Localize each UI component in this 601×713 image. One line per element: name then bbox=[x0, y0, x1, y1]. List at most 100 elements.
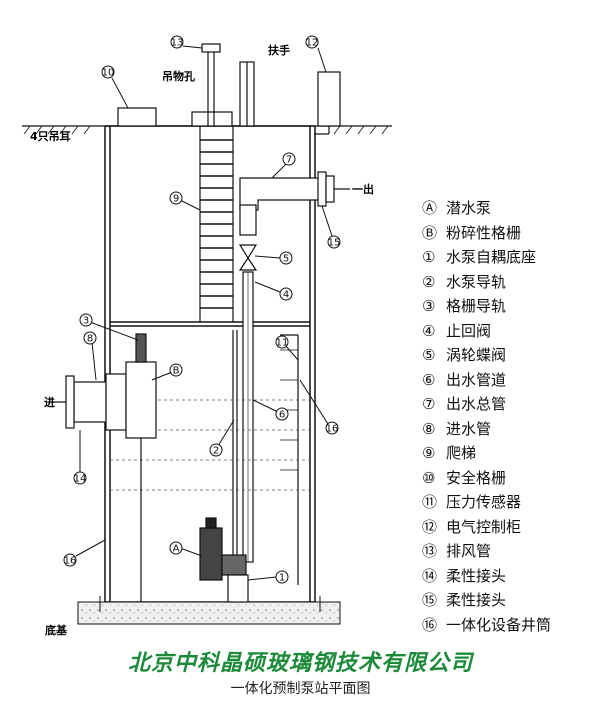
label-handrail: 扶手 bbox=[268, 43, 290, 57]
legend-key: ④ bbox=[422, 321, 436, 340]
legend-key: ② bbox=[422, 272, 436, 291]
callout-A: A bbox=[169, 541, 203, 557]
callout-2: 2 bbox=[209, 419, 235, 457]
legend-text: 粉碎性格栅 bbox=[446, 223, 522, 242]
legend-key: ⑥ bbox=[422, 370, 436, 389]
callout-10: 10 bbox=[101, 65, 129, 109]
callout-16-left: 16 bbox=[63, 539, 106, 567]
svg-text:13: 13 bbox=[171, 38, 184, 49]
legend-item: Ⓐ 潜水泵 bbox=[422, 196, 597, 221]
top-cover bbox=[117, 107, 157, 127]
svg-text:2: 2 bbox=[213, 446, 219, 457]
svg-text:10: 10 bbox=[102, 68, 115, 79]
legend-text: 进水管 bbox=[446, 419, 492, 438]
legend-key: ① bbox=[422, 248, 436, 266]
legend-text: 出水总管 bbox=[446, 395, 507, 413]
callout-12: 12 bbox=[305, 35, 327, 73]
label-outlet: 一出 bbox=[352, 182, 374, 196]
legend-text: 压力传感器 bbox=[446, 493, 522, 511]
legend-text: 柔性接头 bbox=[446, 591, 507, 609]
legend-item: ⑧ 进水管 bbox=[422, 417, 597, 442]
callout-14: 14 bbox=[73, 430, 87, 485]
label-inlet: 进 bbox=[44, 395, 55, 409]
legend-key: ⑭ bbox=[422, 566, 438, 585]
outlet-main-pipe bbox=[239, 171, 350, 211]
legend-item: ② 水泵导轨 bbox=[422, 270, 597, 295]
legend-key: Ⓑ bbox=[422, 223, 438, 242]
legend-key: ③ bbox=[422, 297, 436, 315]
svg-text:12: 12 bbox=[306, 38, 319, 49]
legend-item: ③ 格栅导轨 bbox=[422, 294, 597, 319]
guide-rails bbox=[232, 330, 238, 580]
callout-11: 11 bbox=[275, 335, 299, 361]
legend-text: 排风管 bbox=[446, 542, 492, 560]
legend-item: ④ 止回阀 bbox=[422, 319, 597, 344]
legend-item: Ⓑ 粉碎性格栅 bbox=[422, 221, 597, 246]
ground-line bbox=[22, 125, 392, 135]
label-base: 底基 bbox=[45, 623, 68, 637]
svg-text:14: 14 bbox=[74, 474, 87, 485]
svg-text:5: 5 bbox=[283, 254, 289, 265]
legend-key: ⑨ bbox=[422, 444, 436, 462]
legend-text: 安全格栅 bbox=[446, 468, 507, 487]
svg-text:16: 16 bbox=[64, 556, 77, 567]
svg-text:7: 7 bbox=[286, 155, 292, 166]
label-lifting-lugs: 4只吊耳 bbox=[30, 130, 71, 143]
callout-3: 3 bbox=[79, 313, 139, 341]
legend-text: 出水管道 bbox=[446, 370, 507, 389]
legend-item: ⑥ 出水管道 bbox=[422, 368, 597, 393]
legend-key: ⑧ bbox=[422, 419, 436, 438]
svg-text:8: 8 bbox=[87, 334, 93, 345]
legend-text: 格栅导轨 bbox=[446, 297, 507, 315]
callout-4: 4 bbox=[254, 281, 293, 301]
svg-text:B: B bbox=[173, 366, 180, 377]
submersible-pump bbox=[199, 517, 249, 603]
svg-text:11: 11 bbox=[276, 338, 289, 349]
callout-13: 13 bbox=[170, 35, 203, 49]
legend-key: ⑫ bbox=[422, 517, 438, 536]
callout-15: 15 bbox=[321, 205, 341, 249]
legend-text: 止回阀 bbox=[446, 321, 492, 340]
legend-text: 水泵导轨 bbox=[446, 272, 507, 291]
inlet-pipe bbox=[52, 373, 127, 431]
svg-text:A: A bbox=[173, 544, 180, 555]
svg-text:9: 9 bbox=[173, 194, 179, 205]
legend-text: 一体化设备井筒 bbox=[446, 615, 552, 634]
svg-text:3: 3 bbox=[83, 316, 89, 327]
legend-key: Ⓐ bbox=[422, 199, 438, 217]
svg-text:16: 16 bbox=[326, 424, 339, 435]
label-lifting-hole: 吊物孔 bbox=[162, 69, 195, 83]
legend-key: ⑩ bbox=[422, 468, 436, 487]
svg-text:15: 15 bbox=[328, 238, 341, 249]
callout-9: 9 bbox=[169, 191, 201, 211]
handrail bbox=[239, 61, 255, 127]
legend-text: 潜水泵 bbox=[446, 199, 492, 217]
legend-item: ⑤ 涡轮蝶阀 bbox=[422, 343, 597, 368]
callout-6: 6 bbox=[252, 399, 289, 421]
callout-7: 7 bbox=[271, 152, 296, 179]
legend-text: 涡轮蝶阀 bbox=[446, 346, 507, 364]
legend-item: ⑭ 柔性接头 bbox=[422, 564, 597, 589]
legend-key: ⑤ bbox=[422, 346, 436, 364]
diagram-caption: 一体化预制泵站平面图 bbox=[230, 681, 371, 697]
pressure-sensor bbox=[280, 334, 299, 585]
grinder-grille bbox=[125, 333, 157, 602]
outlet-pipe bbox=[238, 204, 258, 563]
legend-key: ⑪ bbox=[422, 493, 438, 511]
concrete-base bbox=[77, 601, 341, 625]
legend-text: 柔性接头 bbox=[446, 566, 507, 585]
callout-8: 8 bbox=[83, 331, 97, 381]
svg-text:4: 4 bbox=[283, 290, 289, 301]
ladder bbox=[199, 126, 234, 322]
callout-5: 5 bbox=[254, 251, 293, 265]
legend-item: ⑩ 安全格栅 bbox=[422, 466, 597, 491]
callout-1: 1 bbox=[247, 570, 289, 584]
